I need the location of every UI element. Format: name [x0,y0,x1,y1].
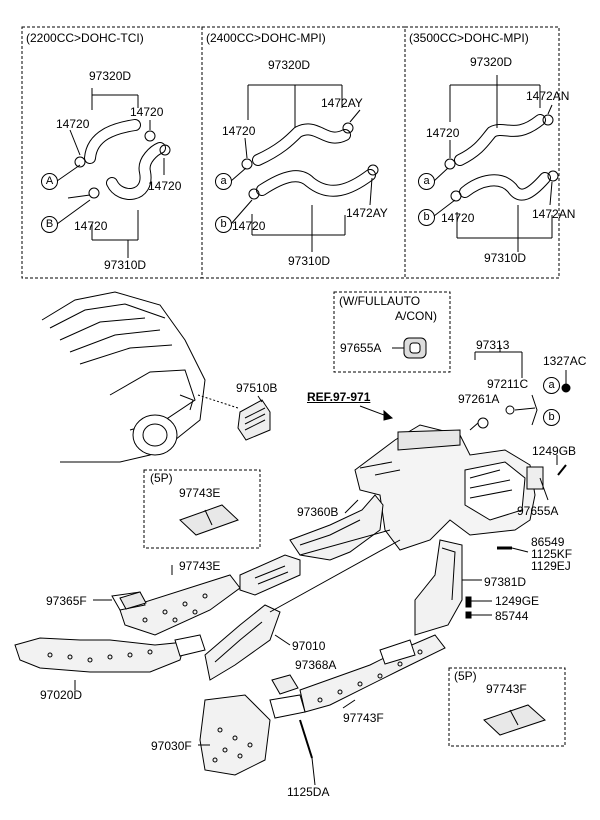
panel-title-2200: (2200CC>DOHC-TCI) [26,31,144,45]
leader-lines [171,405,401,613]
part-label[interactable]: 86549 [531,535,565,549]
part-label[interactable]: 14720 [74,219,108,233]
reference-link[interactable]: REF.97-971 [307,390,371,404]
duct-97010-icon [198,604,316,786]
marker-a: a [418,173,435,190]
part-label[interactable]: 97261A [458,392,500,406]
part-label[interactable]: 14720 [148,179,182,193]
part-label[interactable]: 97020D [40,688,83,702]
part-label[interactable]: 97743E [179,486,221,500]
fullauto-frame [333,291,451,373]
part-label[interactable]: 85744 [495,609,529,623]
part-label[interactable]: 97368A [295,658,337,672]
part-label[interactable]: 97320D [89,69,132,83]
part-label[interactable]: 1125KF [531,547,573,561]
part-label[interactable]: 14720 [56,117,90,131]
part-label[interactable]: 14720 [232,219,266,233]
part-label[interactable]: 97313 [476,338,510,352]
panel-title-2400: (2400CC>DOHC-MPI) [206,31,326,45]
part-label[interactable]: 97010 [292,639,326,653]
marker-B: B [41,216,58,233]
duct-97381D-icon [414,539,482,636]
part-label[interactable]: 1129EJ [531,559,571,573]
vehicle-outline-icon [41,291,239,463]
part-label[interactable]: 97743E [179,559,221,573]
option-label-fullauto: (W/FULLAUTO [339,294,421,308]
panel-frame-3500 [404,26,560,279]
part-label[interactable]: 1472AY [346,206,388,220]
marker-b: b [215,216,232,233]
part-label[interactable]: 97365F [46,594,87,608]
part-label[interactable]: 14720 [441,211,475,225]
hose-group-2400 [230,84,379,252]
part-label[interactable]: 97320D [470,55,513,69]
vent-97510B-icon [237,395,271,441]
part-label[interactable]: 1125DA [287,785,330,799]
part-label[interactable]: 14720 [222,124,256,138]
option-frames [143,291,566,747]
part-label[interactable]: 97743F [343,711,384,725]
part-label[interactable]: 97310D [104,258,147,272]
option-label-5p: (5P) [150,471,173,485]
part-label[interactable]: 14720 [426,126,460,140]
floor-duct-left-icon [14,574,241,690]
engine-variant-panels [21,26,560,279]
marker-A: A [41,173,58,190]
heater-unit-icon [354,424,536,551]
duct-97360B-icon [289,494,384,561]
part-label[interactable]: 97381D [484,575,527,589]
duct-97743E-upper-icon [239,554,301,596]
part-label[interactable]: 97655A [340,341,382,355]
duct-97743F-lower-icon [269,634,446,719]
marker-a: a [543,377,560,394]
panel-frame-2400 [201,26,406,279]
panel-title-3500: (3500CC>DOHC-MPI) [409,31,529,45]
vent-five-p-icons [119,504,546,736]
marker-a: a [215,173,232,190]
part-label[interactable]: 97743F [486,682,527,696]
part-label[interactable]: 97310D [288,254,331,268]
marker-b: b [418,209,435,226]
fastener-cluster-icon [465,345,571,619]
part-label[interactable]: 97360B [297,505,339,519]
five-p-frame-right [448,667,566,747]
part-label[interactable]: 1472AY [321,96,363,110]
part-label[interactable]: 97510B [236,381,278,395]
hose-group-2200 [56,88,171,258]
five-p-frame-left [143,469,261,549]
part-label[interactable]: 1249GE [495,594,540,608]
part-label[interactable]: 1472AN [532,207,576,221]
part-label[interactable]: 97310D [484,251,527,265]
part-label[interactable]: 97320D [268,58,311,72]
part-label[interactable]: 97211C [487,377,529,391]
marker-b: b [543,409,560,426]
grommet-icon [392,337,427,359]
part-label[interactable]: 1472AN [526,89,570,103]
part-label[interactable]: 97030F [151,739,192,753]
option-label-5p: (5P) [454,669,477,683]
option-label-aircon: A/CON) [395,309,437,323]
hose-group-3500 [433,75,559,252]
part-label[interactable]: 1327AC [543,354,587,368]
part-label[interactable]: 14720 [130,105,164,119]
part-label[interactable]: 1249GB [532,444,577,458]
part-label[interactable]: 97655A [517,504,559,518]
